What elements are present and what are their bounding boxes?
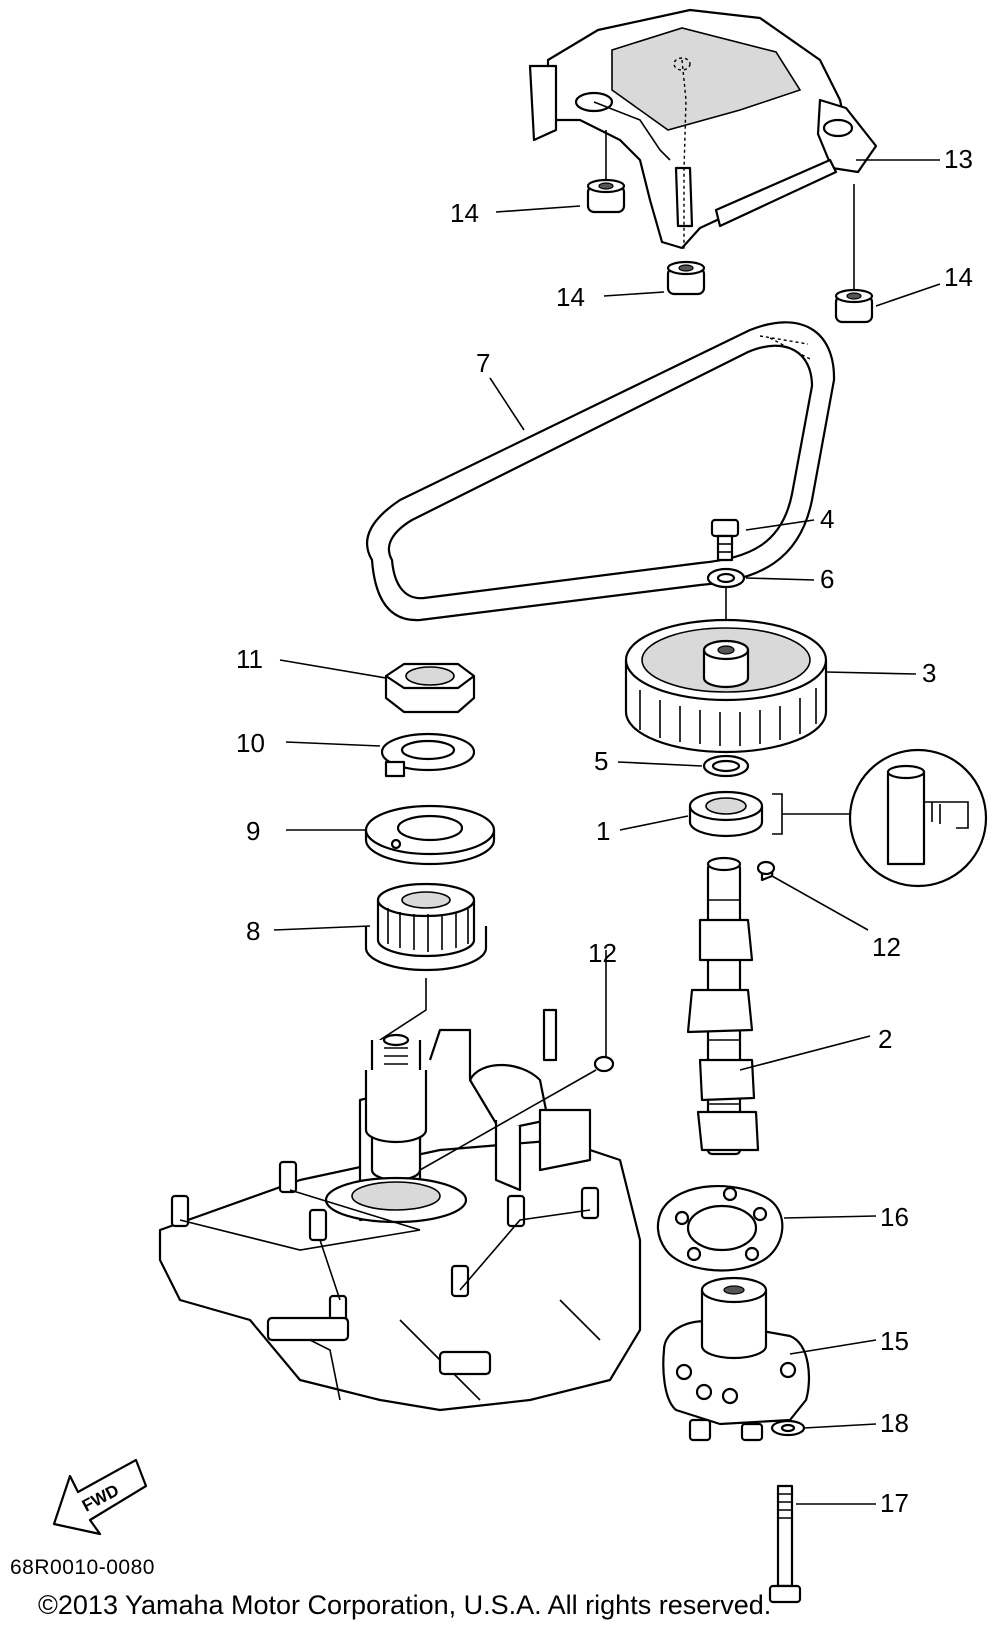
callout-16: 16 [880,1202,909,1232]
callout-4: 4 [820,504,834,534]
callout-9: 9 [246,816,260,846]
timing-belt-cover [528,8,878,250]
callout-7: 7 [476,348,490,378]
washer-upper [706,567,746,640]
diagram-code: 68R0010-0080 [10,1556,155,1579]
callout-14-right: 14 [944,262,973,292]
callout-10: 10 [236,728,265,758]
callout-15: 15 [880,1326,909,1356]
callout-12-right: 12 [872,932,901,962]
timing-belt [365,321,836,622]
woodruff-key-left [419,1055,615,1171]
leader-lines [273,159,941,1505]
gasket [656,1185,784,1272]
callout-11: 11 [236,644,263,674]
oil-seal [688,790,852,838]
callout-3: 3 [922,658,936,688]
callout-8: 8 [246,916,260,946]
lock-washer [380,732,476,778]
pulley-plate [364,804,496,866]
grommet-center [666,260,706,296]
drive-sprocket [364,882,488,1080]
bolt [710,518,740,562]
callout-5: 5 [594,746,608,776]
pump-bolt [768,1484,802,1604]
washer-lower [702,754,750,778]
nut [384,662,476,714]
callout-1: 1 [596,816,610,846]
copyright-notice: ©2013 Yamaha Motor Corporation, U.S.A. A… [38,1590,772,1620]
callout-13: 13 [944,144,973,174]
fwd-arrow-icon: FWD [52,1458,148,1536]
engine-block [158,1008,642,1412]
woodruff-key-right [756,860,776,882]
callout-17: 17 [880,1488,909,1518]
grommet-left [586,130,626,214]
callouts: 1 2 3 4 5 6 7 8 9 10 11 12 12 13 14 14 1… [236,144,973,1518]
callout-12-left: 12 [588,938,617,968]
camshaft-pulley [624,618,828,754]
callout-18: 18 [880,1408,909,1438]
oil-pump [662,1276,811,1442]
callout-2: 2 [878,1024,892,1054]
camshaft [686,856,760,1156]
callout-6: 6 [820,564,834,594]
callout-14-left: 14 [450,198,479,228]
callout-14-center: 14 [556,282,585,312]
detail-inset [848,748,988,888]
grommet-right [834,184,874,324]
washer-pump [770,1419,806,1437]
